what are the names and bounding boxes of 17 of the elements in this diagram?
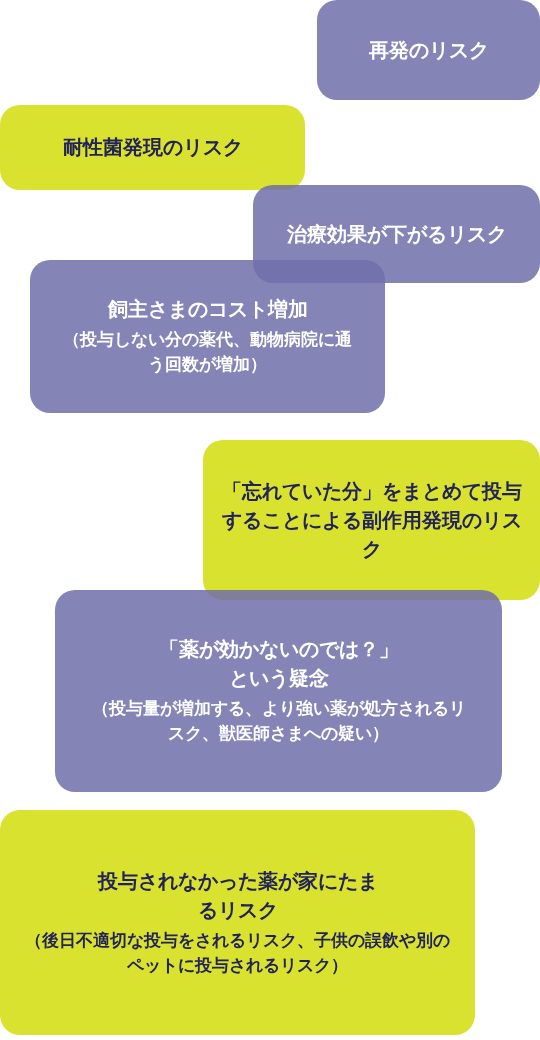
risk-box <box>0 810 475 1035</box>
risk-heading: 治療効果が下がるリスク <box>286 220 507 248</box>
risk-detail: （投与しない分の薬代、動物病院に通う回数が増加） <box>62 329 353 376</box>
risk-box <box>317 0 540 100</box>
risk-detail: （投与量が増加する、より強い薬が処方されるリスク、獣医師さまへの疑い） <box>90 698 467 745</box>
risk-box <box>30 260 385 413</box>
risk-heading: 再発のリスク <box>368 36 489 64</box>
risk-heading: 耐性菌発現のリスク <box>62 134 243 161</box>
risk-heading: 「忘れていた分」をまとめて投与することによる副作用発現のリスク <box>221 477 522 563</box>
risk-detail: （後日不適切な投与をされるリスク、子供の誤飲や別のペットに投与されるリスク） <box>24 929 451 977</box>
risk-box <box>0 105 305 190</box>
risk-box <box>55 590 502 792</box>
risk-heading: 「薬が効かないのでは？」という疑念 <box>157 636 400 693</box>
risk-box <box>253 185 540 283</box>
risk-heading: 飼主さまのコスト増加 <box>107 296 308 324</box>
risk-heading: 投与されなかった薬が家にたまるリスク <box>97 867 378 924</box>
risk-box <box>203 440 540 600</box>
